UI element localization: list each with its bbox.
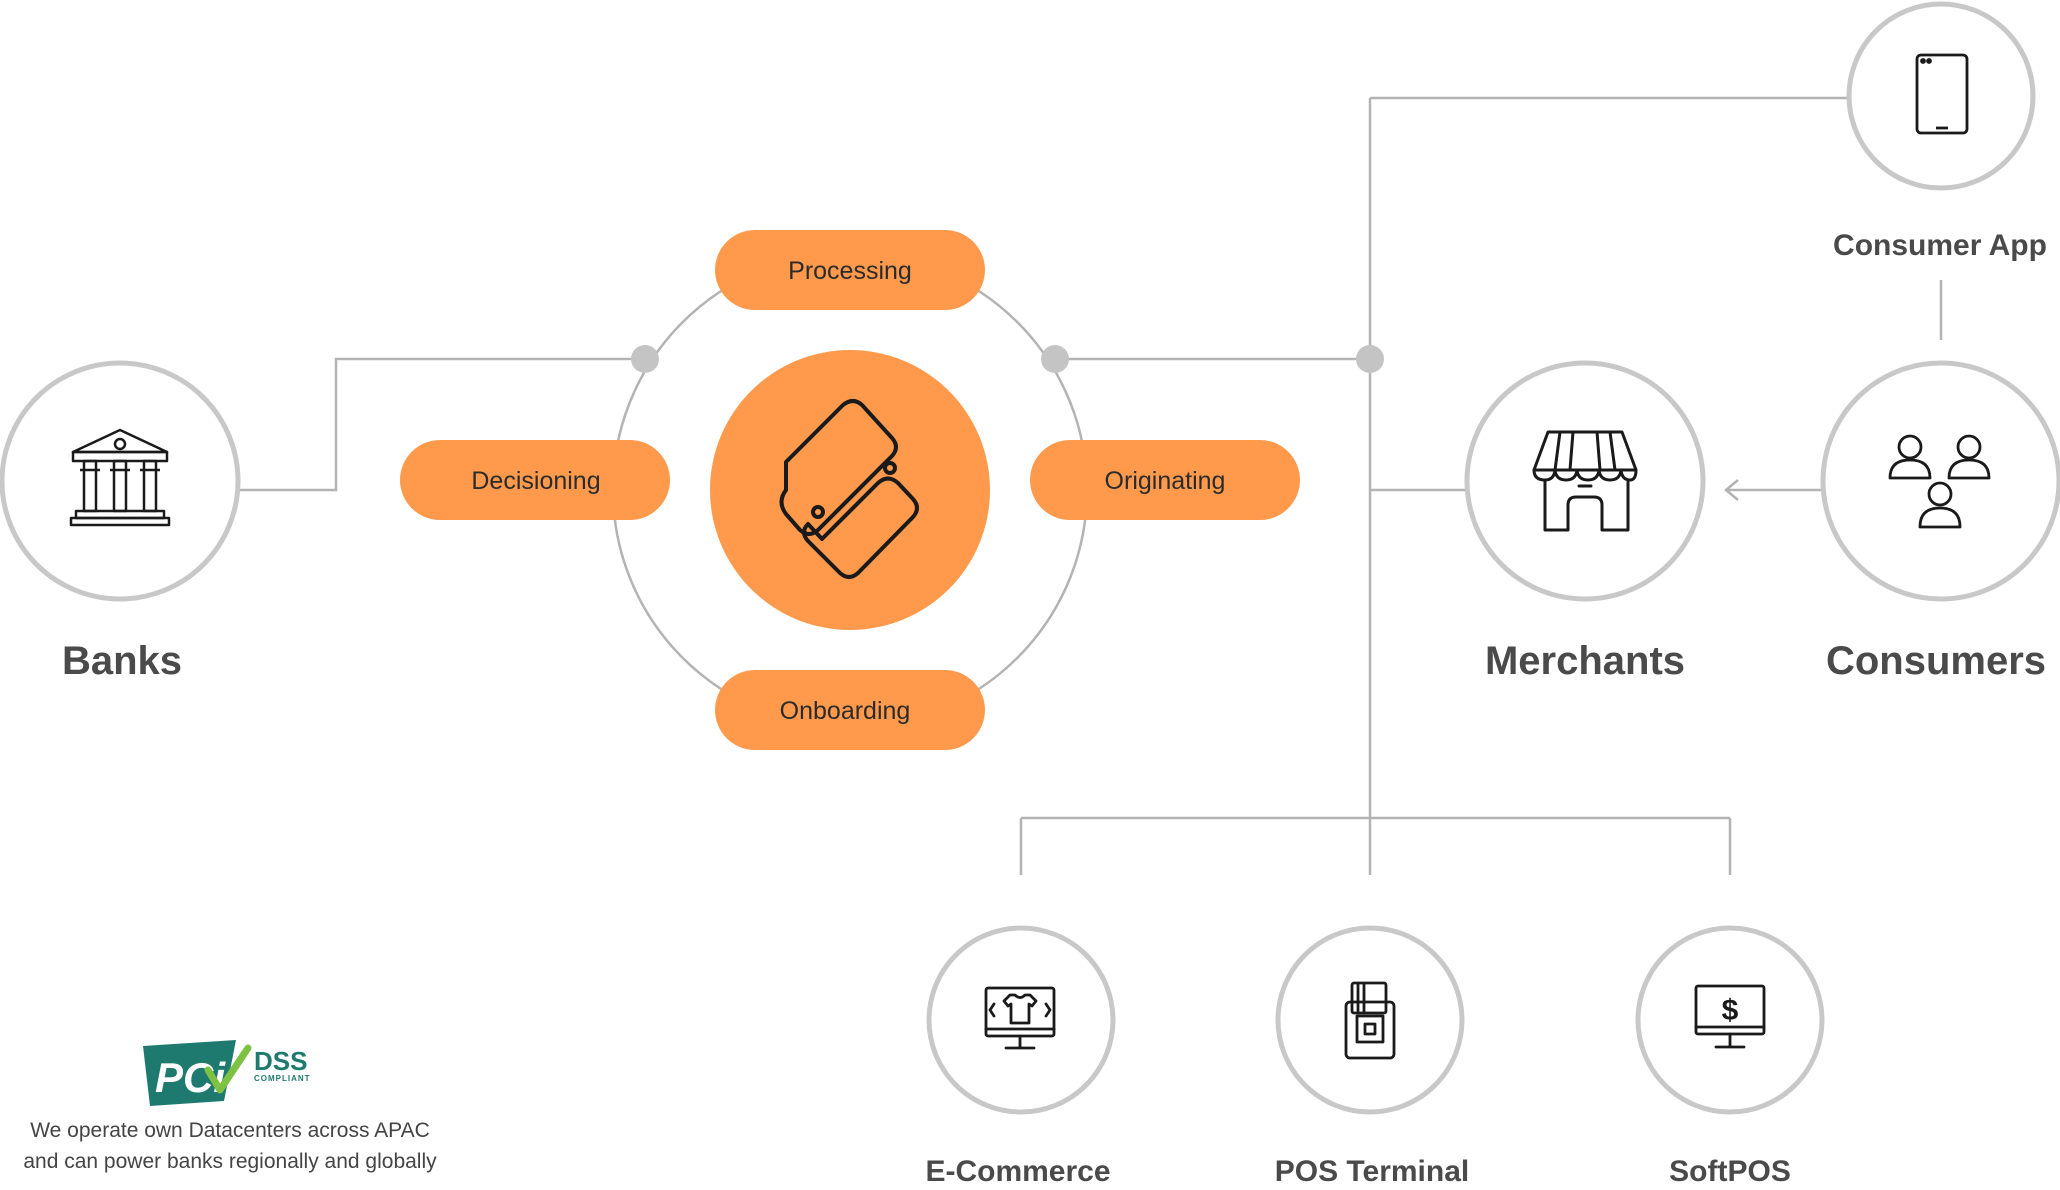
people-group-icon xyxy=(1888,434,1991,529)
pci-description-line2: and can power banks regionally and globa… xyxy=(23,1150,437,1173)
originating-pill[interactable]: Originating xyxy=(1030,440,1300,520)
pos-terminal-label: POS Terminal xyxy=(1275,1155,1470,1188)
pci-description: We operate own Datacenters across APAC a… xyxy=(0,1115,460,1177)
pci-dss-logo: PCi DSS COMPLIANT xyxy=(143,1040,311,1106)
card-terminal-icon xyxy=(1344,981,1396,1060)
decisioning-label: Decisioning xyxy=(471,467,600,495)
center-hub xyxy=(710,350,990,630)
processing-label: Processing xyxy=(788,257,912,285)
monitor-dollar-icon xyxy=(1694,984,1766,1049)
storefront-icon xyxy=(1532,430,1638,532)
banks-node[interactable]: Banks xyxy=(0,360,241,683)
consumers-label: Consumers xyxy=(1826,639,2046,683)
smartphone-icon xyxy=(1915,53,1969,135)
decisioning-pill[interactable]: Decisioning xyxy=(400,440,670,520)
junction-dot xyxy=(631,345,659,373)
consumers-node[interactable]: Consumers xyxy=(1820,360,2060,683)
softpos-label: SoftPOS xyxy=(1669,1155,1791,1188)
banks-label: Banks xyxy=(62,639,182,683)
pci-description-line1: We operate own Datacenters across APAC xyxy=(30,1119,430,1142)
pos-terminal-node[interactable]: POS Terminal xyxy=(1275,925,1470,1188)
dollar-sign-icon: $ xyxy=(1722,994,1739,1027)
bank-building-icon xyxy=(69,428,171,527)
onboarding-label: Onboarding xyxy=(780,697,911,725)
ecommerce-node[interactable]: E-Commerce xyxy=(925,925,1116,1188)
junction-dot xyxy=(1041,345,1069,373)
dss-logo-text: DSS xyxy=(254,1046,307,1076)
processing-pill[interactable]: Processing xyxy=(715,230,985,310)
compliant-logo-text: COMPLIANT xyxy=(254,1074,311,1083)
ecommerce-label: E-Commerce xyxy=(925,1155,1110,1188)
monitor-shirt-icon xyxy=(984,986,1056,1050)
originating-label: Originating xyxy=(1105,467,1226,495)
merchants-node[interactable]: Merchants xyxy=(1464,360,1706,683)
merchants-label: Merchants xyxy=(1485,639,1685,683)
junction-dot xyxy=(1356,345,1384,373)
softpos-node[interactable]: $ SoftPOS xyxy=(1635,925,1825,1188)
connector-lines xyxy=(238,96,1943,875)
consumer-app-label: Consumer App xyxy=(1833,229,2047,262)
onboarding-pill[interactable]: Onboarding xyxy=(715,670,985,750)
consumer-app-node[interactable]: Consumer App xyxy=(1833,1,2047,262)
chain-link-icon xyxy=(779,399,919,579)
